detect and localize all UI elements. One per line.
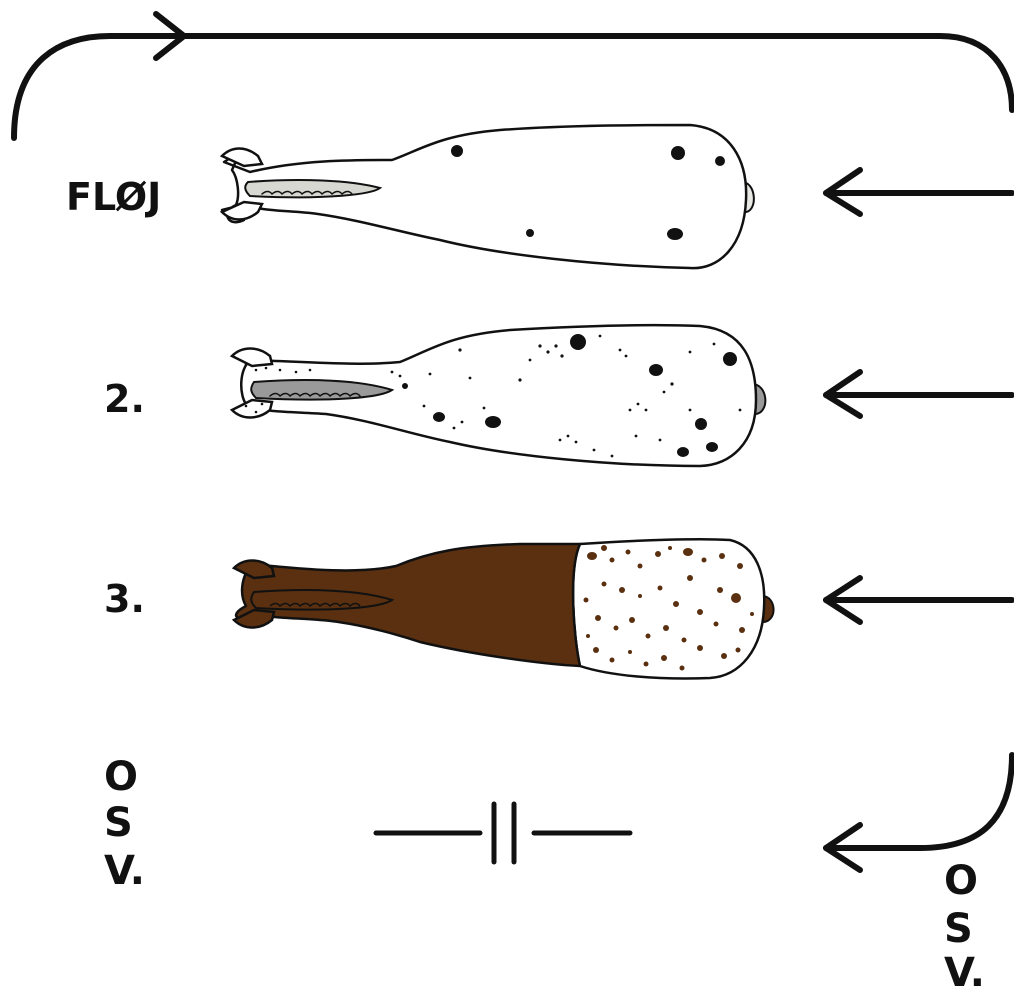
double-bar-separator-icon [376,804,630,862]
arrow-to-stage2 [826,372,1012,416]
etc-left-o: O [104,754,138,800]
stage2-figure [232,325,765,466]
stage2-label: 2. [104,377,145,421]
stage1-figure [222,125,754,268]
top-cycle-arrow [14,14,1012,138]
etc-left-s: S [104,800,133,846]
etc-right-o: O [944,858,978,904]
stage3-label: 3. [104,577,145,621]
arrow-to-etc [826,755,1012,870]
etc-right-s: S [944,906,973,952]
stage3-figure [234,539,774,678]
arrow-to-stage1 [826,170,1012,214]
stage1-label: FLØJ [66,175,161,219]
arrow-to-stage3 [826,578,1012,622]
etc-left-v: V. [104,848,145,894]
etc-right-v: V. [944,950,985,990]
stage3-head [573,539,764,678]
